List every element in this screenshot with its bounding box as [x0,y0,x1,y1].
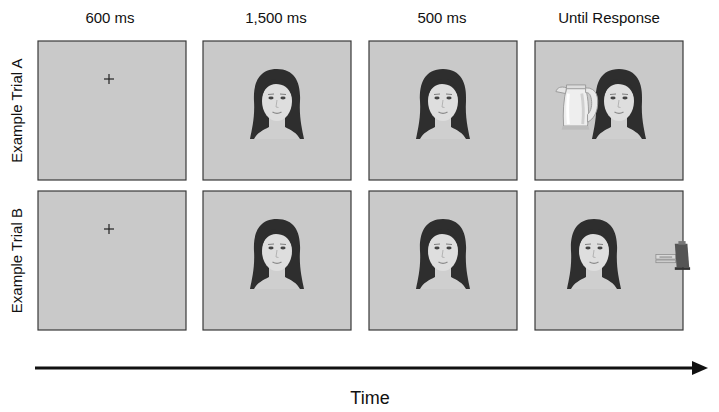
column-heading: 600 ms [85,9,134,26]
axis-label: Time [350,388,389,409]
column-heading: 1,500 ms [245,9,307,26]
column-heading: 500 ms [417,9,466,26]
row-label: Example Trial A [8,59,25,163]
row-label: Example Trial B [8,208,25,313]
column-heading: Until Response [558,9,660,26]
